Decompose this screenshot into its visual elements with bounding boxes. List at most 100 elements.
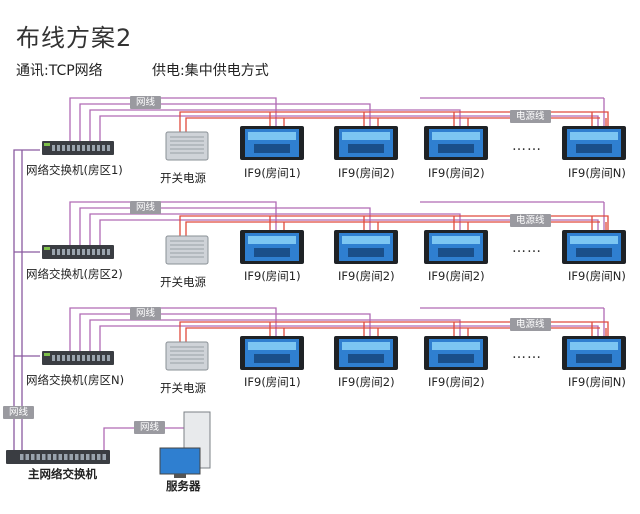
trunk-line-zone-1 <box>13 149 40 452</box>
zone-2-switch-port <box>87 249 90 255</box>
page-title: 布线方案2 <box>16 24 133 52</box>
main-switch-port <box>91 454 95 460</box>
zone-n-panel-screen-header-3 <box>432 342 480 350</box>
main-switch-port <box>20 454 24 460</box>
zone-n-switch-port <box>102 355 105 361</box>
power-label: 供电:集中供电方式 <box>152 63 269 79</box>
zone-n-switch-port <box>67 355 70 361</box>
zone-2-network-tag: 网线 <box>130 201 162 214</box>
zone-1-panel-n-label: IF9(房间N) <box>568 166 626 180</box>
zone-n-power-cable-top <box>179 321 609 342</box>
zone-1-power-tag: 电源线 <box>510 110 551 123</box>
zone-n-panel-1-label: IF9(房间1) <box>244 375 301 389</box>
zone-2-switch-label: 网络交换机(房区2) <box>26 267 123 281</box>
zone-2-switch-port <box>72 249 75 255</box>
zone-n-power-cable-bottom <box>185 327 600 342</box>
main-switch-port <box>75 454 79 460</box>
main-switch <box>6 450 110 464</box>
zone-n-switch-port <box>92 355 95 361</box>
zone-1-switch-port <box>57 145 60 151</box>
zone-2-ellipsis: …… <box>512 240 542 256</box>
zone-2-switch-port <box>77 249 80 255</box>
zone-n-panel-screen-header-2 <box>342 342 390 350</box>
zone-1-panel-screen-body-1 <box>254 144 290 153</box>
main-switch-port <box>36 454 40 460</box>
zone-n-switch-port <box>77 355 80 361</box>
zone-n-panel-3-label: IF9(房间2) <box>428 375 485 389</box>
main-switch-port <box>53 454 57 460</box>
zone-n-switch-led <box>44 353 50 356</box>
zone-2-switch-led <box>44 247 50 250</box>
zone-n-panel-screen-header-1 <box>248 342 296 350</box>
zone-2-switch-port <box>102 249 105 255</box>
zone-2-network-cable-2 <box>79 207 371 245</box>
zone-1-switch-port <box>102 145 105 151</box>
zone-2-psu <box>165 235 209 265</box>
zone-1-switch-port <box>87 145 90 151</box>
zone-n-psu-label: 开关电源 <box>160 381 206 395</box>
zone-2-panel-1-label: IF9(房间1) <box>244 269 301 283</box>
zone-1-switch-port <box>52 145 55 151</box>
zone-1-switch-port <box>67 145 70 151</box>
main-switch-port <box>64 454 68 460</box>
zone-n-panel-screen-body-4 <box>576 354 612 363</box>
zone-1-switch-port <box>107 145 110 151</box>
main-switch-label: 主网络交换机 <box>28 467 97 481</box>
main-switch-port <box>58 454 62 460</box>
zone-n-switch-port <box>52 355 55 361</box>
zone-1-network-tag: 网线 <box>130 96 162 109</box>
zone-n-switch-port <box>57 355 60 361</box>
zone-1-switch-led <box>44 143 50 146</box>
zone-n-switch-port <box>72 355 75 361</box>
zone-1-panel-screen-body-2 <box>348 144 384 153</box>
main-switch-port <box>47 454 51 460</box>
zone-n-panel-2-label: IF9(房间2) <box>338 375 395 389</box>
server-monitor <box>159 447 201 475</box>
zone-2-switch-port <box>57 249 60 255</box>
zone-2-network-cable-4 <box>99 219 599 245</box>
zone-1-ellipsis: …… <box>512 138 542 154</box>
zone-1-switch-port <box>62 145 65 151</box>
zone-2-panel-screen-header-1 <box>248 236 296 244</box>
zone-2-panel-3-label: IF9(房间2) <box>428 269 485 283</box>
zone-2-panel-n-label: IF9(房间N) <box>568 269 626 283</box>
zone-1-panel-screen-header-4 <box>570 132 618 140</box>
zone-n-switch-port <box>97 355 100 361</box>
main-switch-port <box>25 454 29 460</box>
zone-n-panel-screen-body-2 <box>348 354 384 363</box>
zone-2-switch-port <box>82 249 85 255</box>
zone-1-panel-screen-header-2 <box>342 132 390 140</box>
zone-1-psu <box>165 131 209 161</box>
zone-2-panel-screen-header-3 <box>432 236 480 244</box>
zone-2-switch-port <box>62 249 65 255</box>
zone-n-switch-port <box>82 355 85 361</box>
zone-1-network-cable-4 <box>99 115 599 141</box>
zone-n-panel-n-label: IF9(房间N) <box>568 375 626 389</box>
zone-2-switch-port <box>97 249 100 255</box>
zone-n-network-tag: 网线 <box>130 307 162 320</box>
zone-n-network-cable-4 <box>99 325 599 351</box>
zone-1-switch-port <box>92 145 95 151</box>
server-label: 服务器 <box>166 479 201 493</box>
zone-2-power-tag: 电源线 <box>510 214 551 227</box>
zone-1-switch-port <box>77 145 80 151</box>
zone-2-panel-screen-body-4 <box>576 248 612 257</box>
zone-2-switch-port <box>67 249 70 255</box>
zone-1-panel-2-label: IF9(房间2) <box>338 166 395 180</box>
zone-1-switch-port <box>97 145 100 151</box>
main-switch-port <box>42 454 46 460</box>
zone-2-panel-screen-body-2 <box>348 248 384 257</box>
zone-n-switch-port <box>87 355 90 361</box>
zone-2-panel-screen-body-3 <box>438 248 474 257</box>
zone-2-power-cable-top <box>179 215 609 236</box>
zone-1-psu-label: 开关电源 <box>160 171 206 185</box>
main-switch-port <box>86 454 90 460</box>
zone-1-panel-screen-header-3 <box>432 132 480 140</box>
zone-n-power-tag: 电源线 <box>510 318 551 331</box>
zone-n-ellipsis: …… <box>512 346 542 362</box>
zone-1-panel-screen-body-4 <box>576 144 612 153</box>
trunk-network-tag: 网线 <box>3 406 35 419</box>
zone-n-switch-port <box>62 355 65 361</box>
zone-n-panel-screen-body-1 <box>254 354 290 363</box>
